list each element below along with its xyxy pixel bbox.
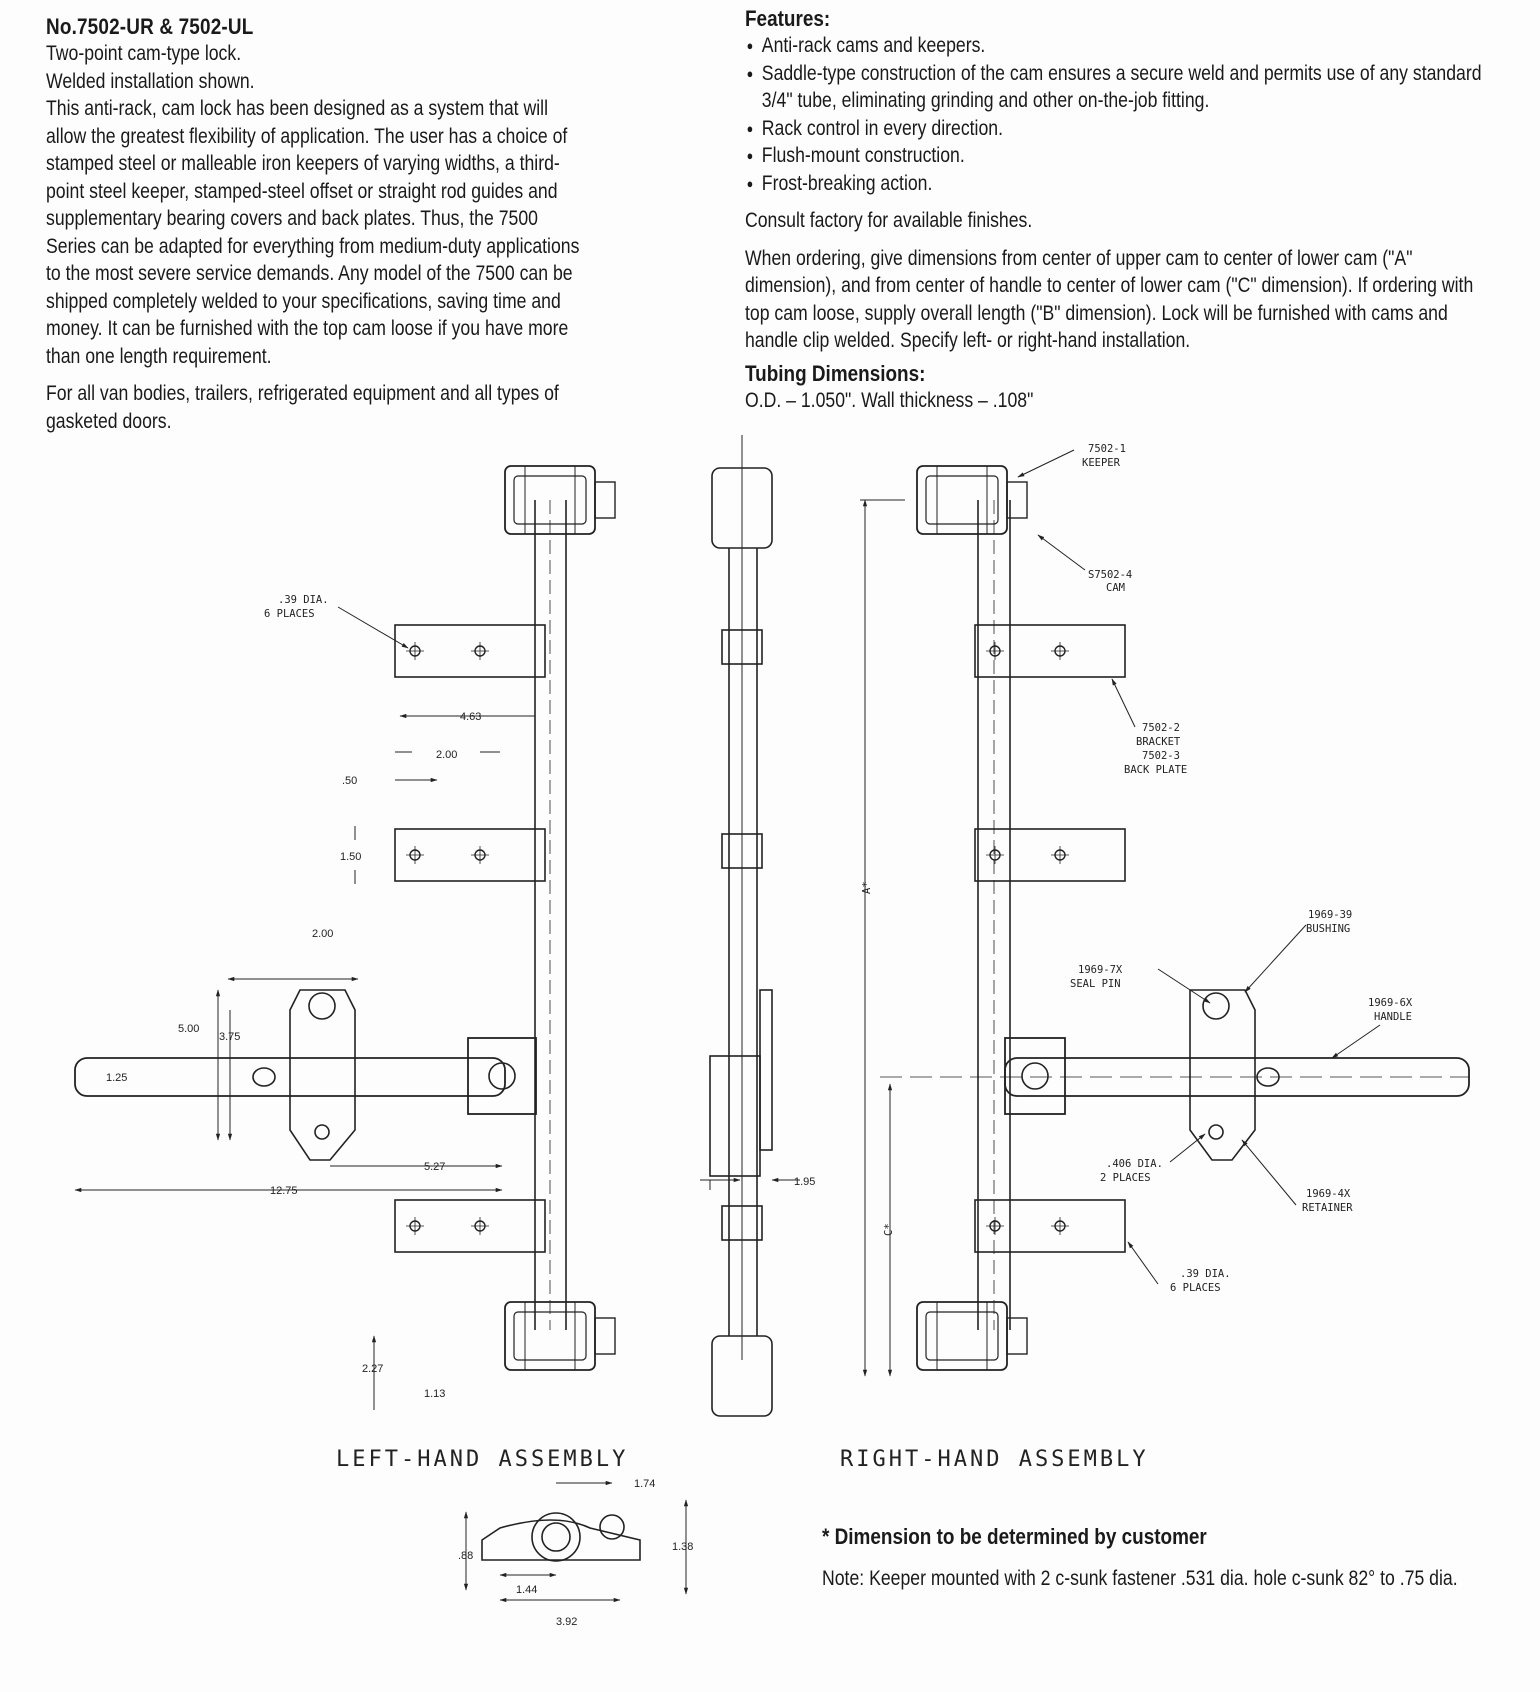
finishes-text: Consult factory for available finishes.	[745, 209, 1033, 232]
installation-note: Welded installation shown.	[46, 69, 255, 93]
cam-detail	[463, 1480, 689, 1603]
left-assembly-label: LEFT-HAND ASSEMBLY	[336, 1447, 628, 1472]
bushing-number: 1969-39	[1308, 909, 1352, 921]
dim-375: 3.75	[219, 1031, 240, 1043]
dim-125: 1.25	[106, 1072, 127, 1084]
feature-item: Rack control in every direction.	[745, 115, 1501, 143]
tubing-text: O.D. – 1.050". Wall thickness – .108"	[745, 388, 1034, 412]
backplate-number: 7502-3	[1142, 750, 1180, 762]
backplate-label: BACK PLATE	[1124, 764, 1187, 776]
usage-text: For all van bodies, trailers, refrigerat…	[46, 382, 559, 433]
dim-138: 1.38	[672, 1541, 693, 1553]
dim-195: 1.95	[794, 1176, 815, 1188]
handle-label: HANDLE	[1374, 1011, 1412, 1023]
right-assembly-label: RIGHT-HAND ASSEMBLY	[840, 1447, 1149, 1472]
feature-item: Saddle-type construction of the cam ensu…	[745, 60, 1501, 115]
product-description: No.7502-UR & 7502-UL Two-point cam-type …	[46, 14, 646, 435]
six-places-label: 6 PLACES	[264, 608, 315, 620]
feature-item: Anti-rack cams and keepers.	[745, 32, 1501, 60]
dim-050: .50	[342, 775, 357, 787]
bracket-label: BRACKET	[1136, 736, 1181, 748]
hole-406-label: .406 DIA.	[1106, 1158, 1163, 1170]
seal-pin-label: SEAL PIN	[1070, 978, 1121, 990]
cam-number: S7502-4	[1088, 569, 1132, 581]
a-dimension-mark: A*	[861, 881, 873, 894]
dim-392: 3.92	[556, 1616, 577, 1628]
keeper-label: KEEPER	[1082, 457, 1121, 469]
tubing-body: O.D. – 1.050". Wall thickness – .108"	[745, 387, 1383, 415]
features-list: Anti-rack cams and keepers. Saddle-type …	[745, 32, 1501, 197]
left-hand-assembly	[74, 465, 616, 1410]
dim-227: 2.27	[362, 1363, 383, 1375]
keeper-mount-note: Note: Keeper mounted with 2 c-sunk faste…	[822, 1567, 1458, 1590]
cam-label: CAM	[1106, 582, 1125, 594]
product-title: No.7502-UR & 7502-UL	[46, 14, 254, 39]
dim-500: 5.00	[178, 1023, 199, 1035]
seal-pin-number: 1969-7X	[1078, 964, 1123, 976]
dim-1275: 12.75	[270, 1185, 298, 1197]
footer-notes: * Dimension to be determined by customer…	[822, 1524, 1540, 1592]
retainer-label: RETAINER	[1302, 1202, 1353, 1214]
customer-dimension-note: * Dimension to be determined by customer	[822, 1524, 1207, 1549]
features-body: Anti-rack cams and keepers. Saddle-type …	[745, 32, 1482, 355]
six-places-right-label: 6 PLACES	[1170, 1282, 1221, 1294]
hole-39-label: .39 DIA.	[1180, 1268, 1231, 1280]
dim-200b: 2.00	[312, 928, 333, 940]
dim-200: 2.00	[436, 749, 457, 761]
c-dimension-mark: C*	[883, 1223, 895, 1236]
dim-150: 1.50	[340, 851, 361, 863]
right-hand-assembly	[860, 449, 1470, 1377]
tubing-title: Tubing Dimensions:	[745, 360, 926, 386]
dim-174: 1.74	[634, 1478, 655, 1490]
two-places-label: 2 PLACES	[1100, 1172, 1151, 1184]
bushing-label: BUSHING	[1306, 923, 1350, 935]
description-body: This anti-rack, cam lock has been design…	[46, 97, 580, 368]
feature-item: Flush-mount construction.	[745, 142, 1501, 170]
bracket-number: 7502-2	[1142, 722, 1180, 734]
side-view	[700, 435, 800, 1417]
features-title: Features:	[745, 6, 831, 31]
dim-463: 4.63	[460, 711, 481, 723]
feature-item: Frost-breaking action.	[745, 170, 1501, 198]
ordering-text: When ordering, give dimensions from cent…	[745, 246, 1474, 353]
dim-144: 1.44	[516, 1584, 537, 1596]
hole-dia-label: .39 DIA.	[278, 594, 329, 606]
dim-527: 5.27	[424, 1161, 445, 1173]
features-section: Features: Anti-rack cams and keepers. Sa…	[745, 6, 1505, 414]
keeper-number: 7502-1	[1088, 443, 1126, 455]
description-text: Two-point cam-type lock. Welded installa…	[46, 40, 579, 435]
dim-088: .88	[458, 1550, 473, 1562]
handle-number: 1969-6X	[1368, 997, 1413, 1009]
retainer-number: 1969-4X	[1306, 1188, 1351, 1200]
lock-type: Two-point cam-type lock.	[46, 42, 242, 65]
dim-113: 1.13	[424, 1388, 445, 1400]
